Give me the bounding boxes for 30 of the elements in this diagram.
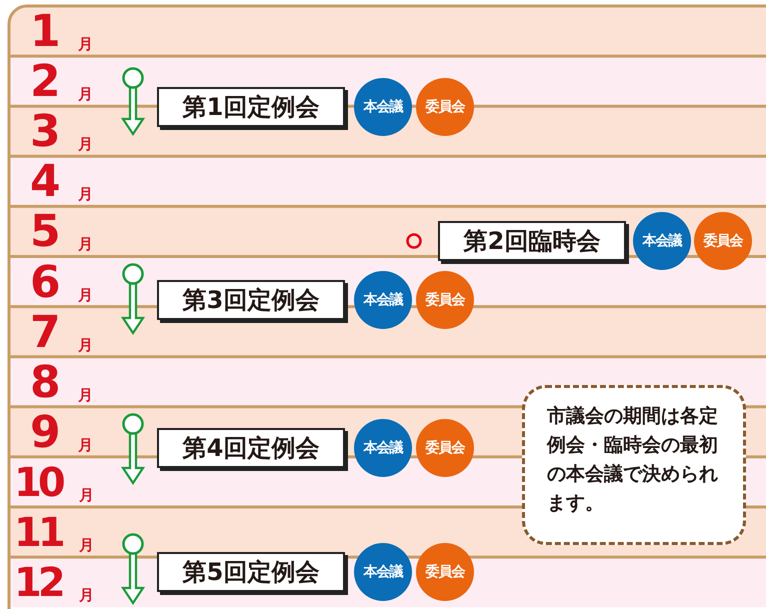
month-unit: 月	[78, 336, 93, 353]
month-number: 2	[30, 60, 59, 104]
month-unit: 月	[78, 236, 93, 252]
month-number: 10	[14, 460, 62, 505]
session-box: 第5回定例会	[157, 552, 345, 592]
month-number: 1	[30, 10, 59, 54]
month-unit: 月	[79, 587, 94, 604]
month-unit: 月	[78, 186, 93, 202]
note-box: 市議会の期間は各定例会・臨時会の最初の本会議で決められます。	[522, 385, 746, 545]
month-number: 4	[30, 160, 59, 204]
month-number: 6	[30, 260, 59, 304]
session-box: 第1回定例会	[157, 87, 345, 127]
month-unit: 月	[78, 386, 93, 403]
month-number: 7	[30, 310, 59, 355]
session-box: 第2回臨時会	[438, 221, 626, 261]
month-unit: 月	[78, 36, 93, 52]
month-unit: 月	[78, 436, 93, 453]
session-box: 第3回定例会	[157, 280, 345, 320]
month-unit: 月	[78, 286, 93, 302]
month-number: 8	[30, 360, 59, 405]
month-number: 5	[30, 210, 59, 254]
month-unit: 月	[78, 136, 93, 152]
session-box: 第4回定例会	[157, 428, 345, 468]
month-number: 12	[14, 561, 62, 606]
month-number: 9	[30, 410, 59, 455]
month-unit: 月	[79, 486, 94, 503]
month-number: 11	[14, 511, 62, 555]
month-unit: 月	[78, 86, 93, 102]
month-number: 3	[30, 110, 59, 154]
month-unit: 月	[79, 537, 94, 553]
